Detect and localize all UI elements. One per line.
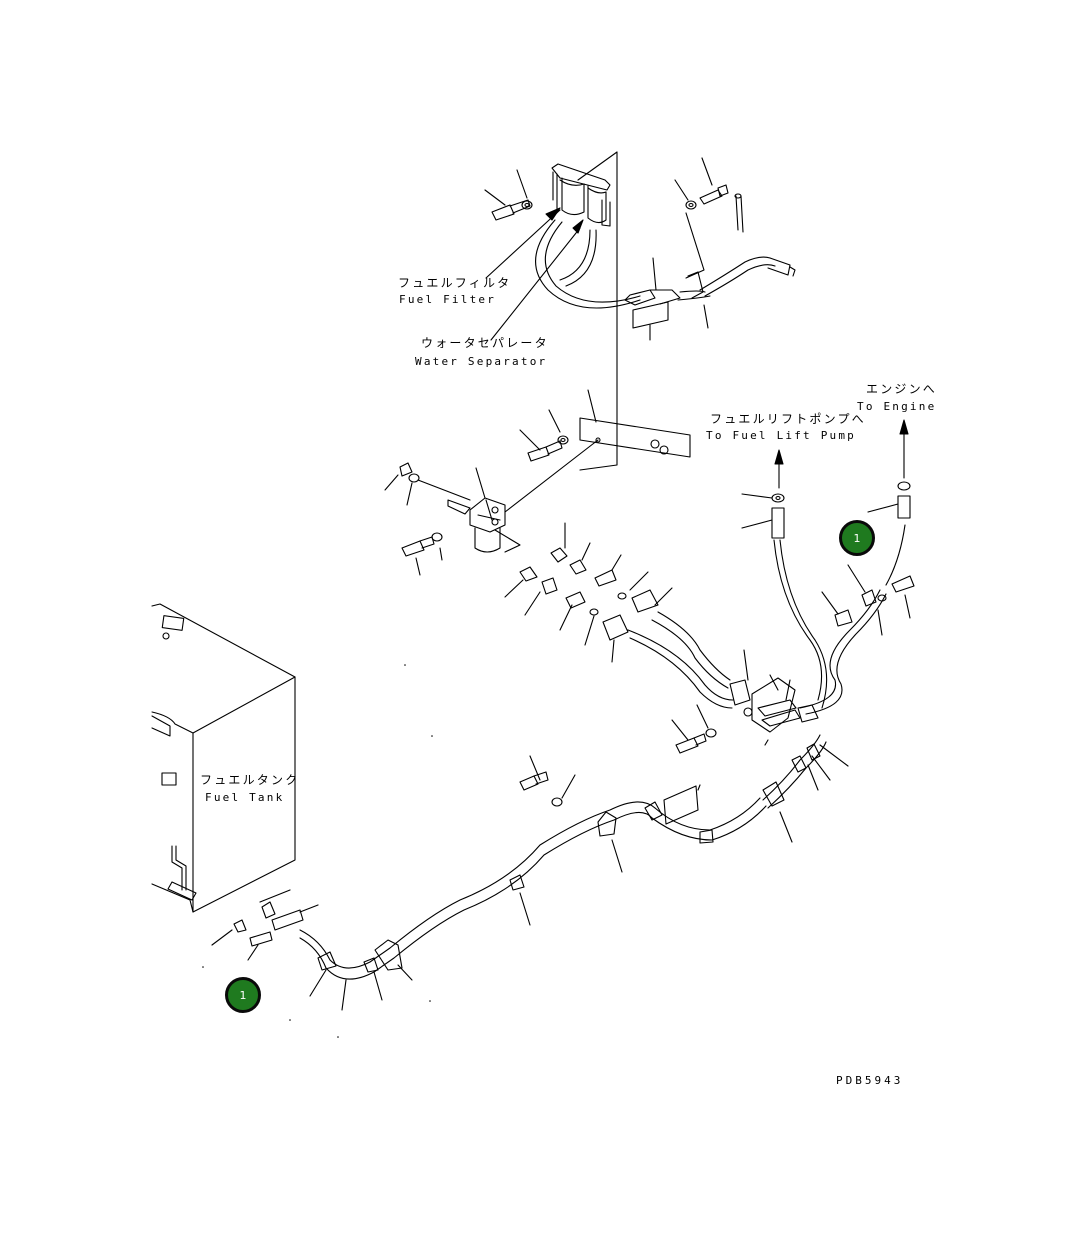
hose-up-engine — [799, 419, 915, 715]
fuel-lift-pump-label-en: To Fuel Lift Pump — [706, 429, 856, 442]
drawing-id: PDB5943 — [836, 1074, 904, 1087]
plate-bolt — [519, 389, 597, 462]
fuel-tank — [151, 603, 296, 913]
fuel-filter-label-jp: フュエルフィルタ — [398, 276, 512, 290]
stray-dots — [202, 664, 433, 1038]
water-separator-label-jp: ウォータセパレータ — [421, 336, 549, 350]
bracket-plate — [579, 417, 691, 458]
mounting-panel — [577, 151, 691, 471]
fuel-tank-label-en: Fuel Tank — [205, 791, 285, 804]
callout-badge-lower: 1 — [225, 977, 261, 1013]
fuel-lift-pump-label-jp: フュエルリフトポンプへ — [710, 412, 866, 426]
hose-to-pump — [627, 611, 734, 709]
bolt-washer-topleft — [484, 169, 533, 221]
callout-badge-upper: 1 — [839, 520, 875, 556]
bolt-washer-topright — [674, 157, 729, 279]
engine-label-en: To Engine — [857, 400, 937, 413]
fuel-filter-head-lower — [384, 439, 599, 576]
water-separator-leader — [490, 227, 581, 341]
fittings-middle — [504, 522, 673, 663]
fuel-tank-label-jp: フュエルタンク — [200, 773, 300, 787]
hose-up-lift — [741, 449, 828, 709]
engine-label-jp: エンジンへ — [866, 382, 938, 396]
filter-hoses — [535, 193, 796, 341]
water-separator-label-en: Water Separator — [415, 355, 548, 368]
fuel-filter-leader — [485, 209, 561, 279]
main-fuel-hose — [211, 734, 849, 1011]
fuel-filter-assembly — [551, 163, 611, 227]
fuel-filter-label-en: Fuel Filter — [399, 293, 497, 306]
fuel-lift-pump — [671, 649, 819, 754]
